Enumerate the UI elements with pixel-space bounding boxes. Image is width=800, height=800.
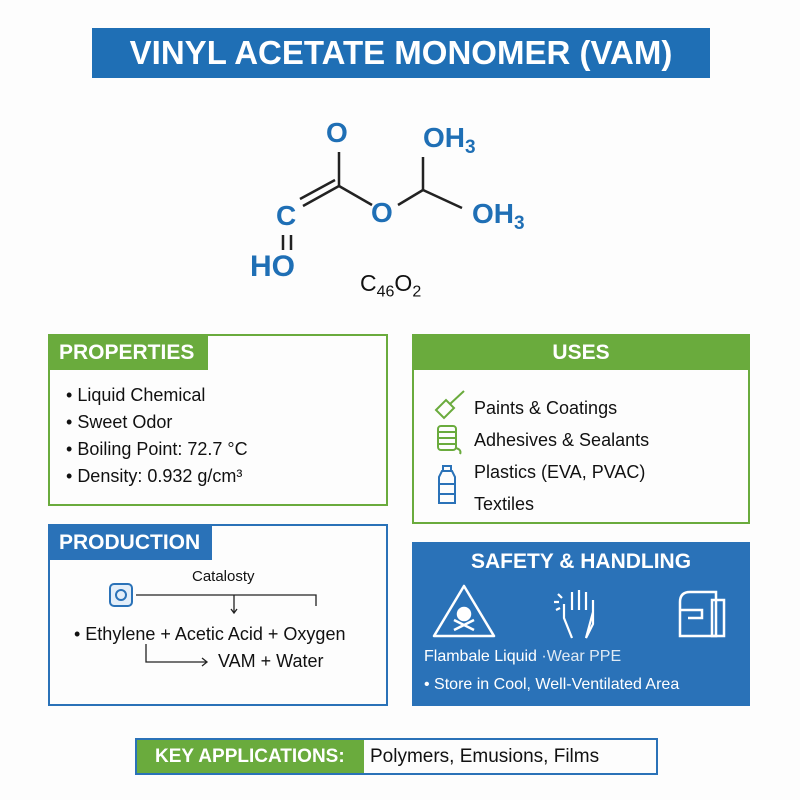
property-item: • Liquid Chemical bbox=[66, 385, 206, 405]
storage-icon bbox=[678, 590, 726, 638]
atom-o-ester: O bbox=[371, 197, 393, 228]
properties-list: • Liquid Chemical • Sweet Odor • Boiling… bbox=[66, 382, 248, 490]
atom-ho: HO bbox=[250, 250, 295, 283]
glove-icon bbox=[554, 590, 595, 639]
use-item: Textiles bbox=[474, 494, 535, 514]
key-applications-value: Polymers, Emusions, Films bbox=[370, 745, 600, 767]
use-item: Plastics (EVA, PVAC) bbox=[474, 462, 646, 482]
key-applications-bar: KEY APPLICATIONS: Polymers, Emusions, Fi… bbox=[135, 738, 658, 775]
property-item: • Boiling Point: 72.7 °C bbox=[66, 439, 248, 459]
catalyst-label: Catalosty bbox=[192, 568, 255, 585]
safety-icons bbox=[432, 584, 726, 639]
atom-c: C bbox=[276, 200, 297, 231]
atom-oh3-bottom: OH3 bbox=[472, 198, 525, 234]
spool-icon bbox=[437, 425, 462, 455]
key-applications-label: KEY APPLICATIONS: bbox=[137, 740, 364, 773]
safety-line-2: • Store in Cool, Well-Ventilated Area bbox=[424, 676, 680, 693]
paintbrush-icon bbox=[434, 390, 465, 420]
uses-panel: USES Paints & Coatings Adhesives & Seala… bbox=[412, 334, 750, 524]
bottle-icon bbox=[438, 465, 456, 504]
reactants-text: • Ethylene + Acetic Acid + Oxygen bbox=[74, 624, 346, 644]
atom-o-top: O bbox=[326, 117, 348, 148]
production-header: PRODUCTION bbox=[50, 526, 212, 560]
properties-panel: PROPERTIES • Liquid Chemical • Sweet Odo… bbox=[48, 334, 388, 506]
page-title: VINYL ACETATE MONOMER (VAM) bbox=[92, 28, 710, 78]
products-text: VAM + Water bbox=[218, 651, 324, 671]
property-item: • Density: 0.932 g/cm³ bbox=[66, 466, 243, 486]
safety-line-1: Flambale Liquid ·Wear PPE bbox=[424, 648, 622, 665]
atom-oh3-top: OH3 bbox=[423, 122, 476, 158]
production-panel: PRODUCTION Catalosty • Ethylene + Acetic… bbox=[48, 524, 388, 706]
production-arrows bbox=[109, 583, 317, 667]
use-item: Paints & Coatings bbox=[474, 398, 618, 418]
molecular-formula: C46O2 bbox=[360, 270, 422, 301]
uses-list: Paints & Coatings Adhesives & Sealants P… bbox=[474, 392, 649, 520]
skull-hazard-icon bbox=[432, 584, 496, 638]
uses-icons bbox=[434, 390, 465, 504]
properties-header: PROPERTIES bbox=[50, 336, 208, 370]
molecule-bonds bbox=[281, 152, 463, 250]
safety-header: SAFETY & HANDLING bbox=[470, 550, 692, 573]
use-item: Adhesives & Sealants bbox=[474, 430, 650, 450]
property-item: • Sweet Odor bbox=[66, 412, 173, 432]
uses-header: USES bbox=[414, 336, 748, 370]
catalyst-icon bbox=[109, 583, 133, 607]
safety-panel: SAFETY & HANDLING Flambale Liquid ·Wear … bbox=[412, 542, 750, 706]
